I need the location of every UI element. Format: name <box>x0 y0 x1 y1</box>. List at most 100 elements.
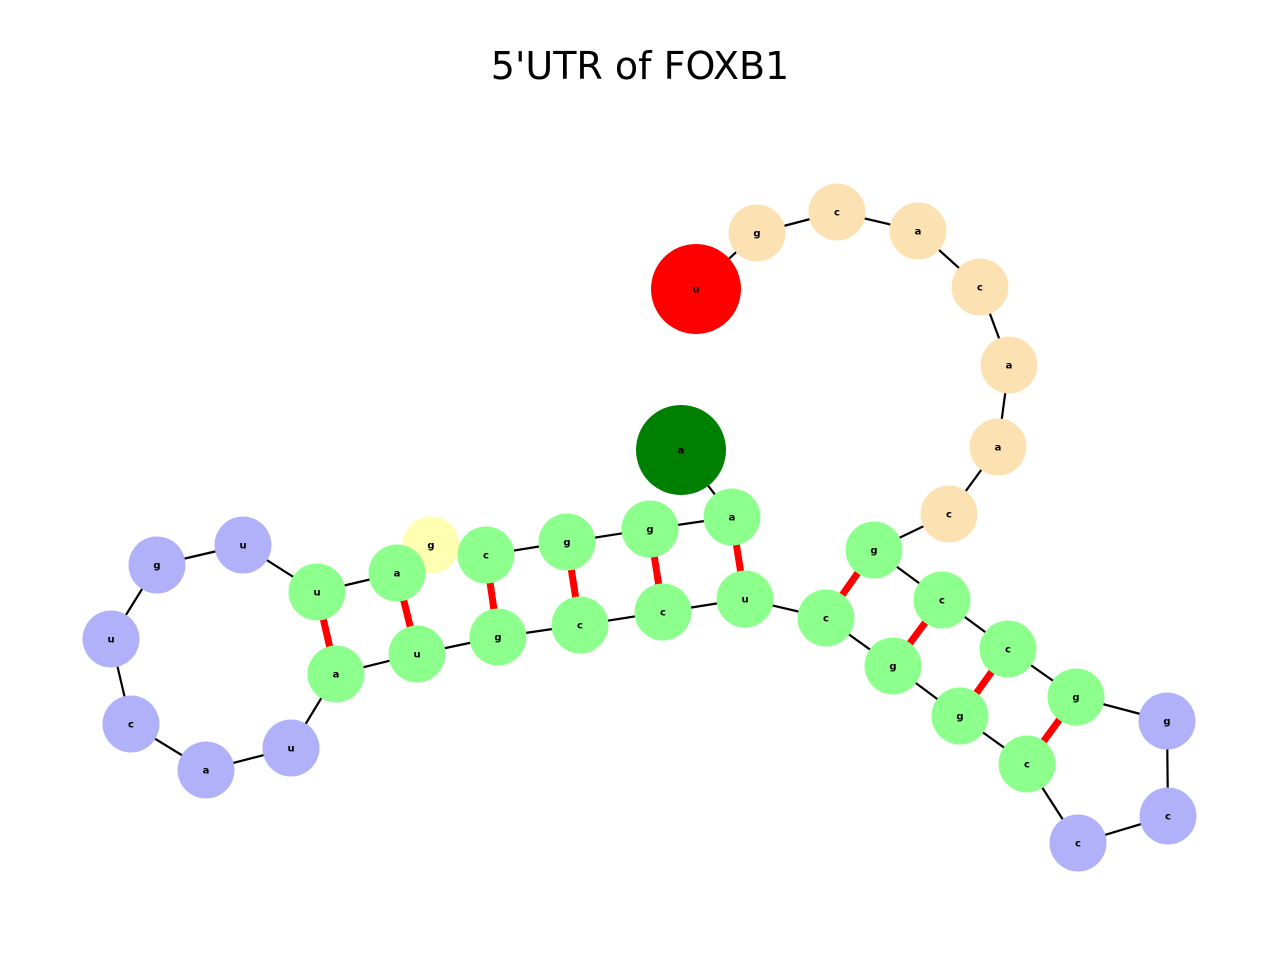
diagram-title: 5'UTR of FOXB1 <box>490 44 790 88</box>
node-circle <box>1047 668 1105 726</box>
nucleotide-node-loop: a <box>969 418 1027 476</box>
nucleotide-node-hairpin: a <box>177 741 235 799</box>
nucleotide-label: g <box>956 712 963 723</box>
nucleotide-node-loop: c <box>920 485 978 543</box>
node-circle <box>307 645 365 703</box>
nucleotide-label: c <box>577 621 583 632</box>
nucleotide-node-stem: c <box>979 620 1037 678</box>
nucleotide-node-stem: c <box>551 596 609 654</box>
nucleotide-node-hairpin: u <box>262 719 320 777</box>
node-circle <box>388 625 446 683</box>
node-circle <box>913 571 971 629</box>
nucleotide-label: c <box>1165 812 1171 823</box>
nucleotide-node-hairpin: u <box>82 610 140 668</box>
node-circle <box>845 521 903 579</box>
nucleotide-label: a <box>915 227 922 238</box>
nucleotide-node-hairpin: c <box>1049 814 1107 872</box>
node-circle <box>808 183 866 241</box>
nucleotide-node-stem: u <box>716 570 774 628</box>
node-circle <box>1049 814 1107 872</box>
nucleotide-node-stem: c <box>457 526 515 584</box>
node-circle <box>634 583 692 641</box>
nucleotide-label: a <box>1006 361 1013 372</box>
node-circle <box>920 485 978 543</box>
node-circle <box>262 719 320 777</box>
nucleotide-label: a <box>203 766 210 777</box>
nucleotide-label: c <box>977 283 983 294</box>
node-circle <box>864 637 922 695</box>
nucleotide-node-loop: c <box>951 258 1009 316</box>
nucleotide-node-stem: u <box>388 625 446 683</box>
node-circle <box>636 405 726 495</box>
nucleotide-node-loop: a <box>980 336 1038 394</box>
node-circle <box>931 687 989 745</box>
nucleotide-label: g <box>1163 717 1170 728</box>
nucleotide-label: u <box>692 285 699 296</box>
nucleotide-node-hairpin: g <box>128 536 186 594</box>
nucleotide-label: c <box>1075 839 1081 850</box>
node-circle <box>128 536 186 594</box>
nucleotide-node-stem: g <box>621 500 679 558</box>
nucleotide-label: g <box>427 541 434 552</box>
nucleotide-node-stem: a <box>368 544 426 602</box>
nucleotide-label: g <box>563 538 570 549</box>
nucleotide-label: u <box>239 541 246 552</box>
nucleotide-node-stem: g <box>931 687 989 745</box>
node-circle <box>969 418 1027 476</box>
node-circle <box>998 735 1056 793</box>
nucleotide-label: g <box>646 525 653 536</box>
node-circle <box>1139 787 1197 845</box>
node-circle <box>538 513 596 571</box>
nucleotide-label: g <box>1072 693 1079 704</box>
nucleotide-label: u <box>287 744 294 755</box>
nucleotide-label: u <box>107 635 114 646</box>
nucleotide-node-stem: c <box>797 589 855 647</box>
nucleotide-label: a <box>394 569 401 580</box>
nucleotide-node-stem: g <box>864 637 922 695</box>
nucleotide-label: c <box>834 208 840 219</box>
nucleotide-label: u <box>413 650 420 661</box>
nucleotide-label: a <box>729 513 736 524</box>
nucleotide-label: g <box>753 229 760 240</box>
node-circle <box>1138 692 1196 750</box>
node-circle <box>469 608 527 666</box>
node-circle <box>214 516 272 574</box>
nucleotide-node-loop: c <box>808 183 866 241</box>
nucleotide-label: c <box>483 551 489 562</box>
nucleotide-label: c <box>128 720 134 731</box>
nucleotide-node-stem: c <box>634 583 692 641</box>
nucleotide-node-stem: g <box>1047 668 1105 726</box>
nucleotide-node-hairpin: c <box>1139 787 1197 845</box>
node-circle <box>651 244 741 334</box>
nucleotide-label: g <box>870 546 877 557</box>
nucleotide-node-stem: g <box>469 608 527 666</box>
nucleotide-label: a <box>333 670 340 681</box>
node-circle <box>979 620 1037 678</box>
nucleotide-node-start: a <box>636 405 726 495</box>
nucleotide-node-hairpin: u <box>214 516 272 574</box>
node-circle <box>551 596 609 654</box>
node-circle <box>980 336 1038 394</box>
nucleotide-label: c <box>1024 760 1030 771</box>
nucleotide-node-stem: c <box>998 735 1056 793</box>
nucleotide-label: c <box>946 510 952 521</box>
nucleotide-node-loop: g <box>728 204 786 262</box>
node-circle <box>951 258 1009 316</box>
nucleotide-label: c <box>939 596 945 607</box>
nucleotide-label: c <box>660 608 666 619</box>
nucleotide-node-end: u <box>651 244 741 334</box>
nodes-layer: g a a g g c a u u g u c a u a u g c c u c g g c c c g g c c g c a a c a c g u <box>82 183 1197 872</box>
nucleotide-node-stem: a <box>703 488 761 546</box>
nucleotide-label: g <box>494 633 501 644</box>
nucleotide-node-stem: c <box>913 571 971 629</box>
nucleotide-node-loop: a <box>889 202 947 260</box>
nucleotide-node-hairpin: g <box>1138 692 1196 750</box>
nucleotide-node-stem: u <box>288 563 346 621</box>
node-circle <box>621 500 679 558</box>
nucleotide-label: g <box>889 662 896 673</box>
node-circle <box>889 202 947 260</box>
nucleotide-label: c <box>823 614 829 625</box>
node-circle <box>82 610 140 668</box>
nucleotide-label: u <box>741 595 748 606</box>
nucleotide-node-stem: g <box>538 513 596 571</box>
